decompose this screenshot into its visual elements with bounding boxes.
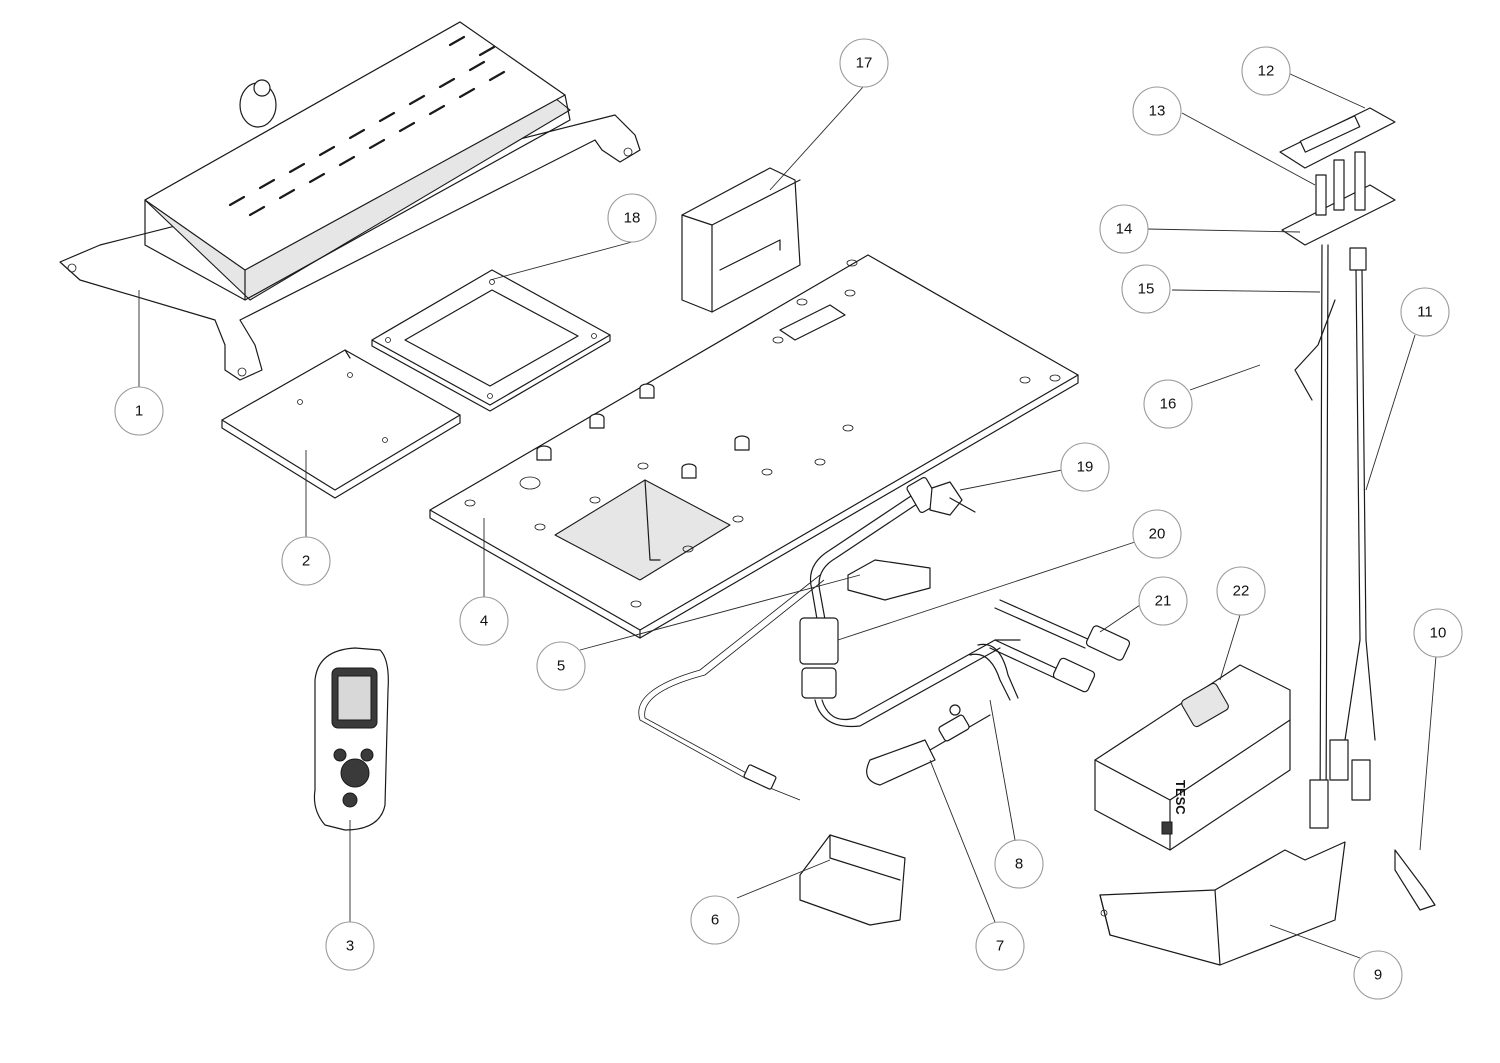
- piping-assembly: [638, 477, 1131, 926]
- callout-label: 22: [1233, 583, 1250, 600]
- callout-14: 14: [1099, 204, 1149, 254]
- callout-label: 11: [1417, 304, 1433, 321]
- callout-3: 3: [325, 921, 375, 971]
- callout-1: 1: [114, 386, 164, 436]
- callout-13: 13: [1132, 86, 1182, 136]
- callout-label: 14: [1116, 221, 1133, 238]
- callout-7: 7: [975, 921, 1025, 971]
- callout-22: 22: [1216, 566, 1266, 616]
- callout-5: 5: [536, 641, 586, 691]
- callout-label: 20: [1149, 526, 1166, 543]
- callout-19: 19: [1060, 442, 1110, 492]
- callout-label: 10: [1430, 625, 1447, 642]
- part-2-flat-plate: [221, 349, 461, 499]
- callout-20: 20: [1132, 509, 1182, 559]
- callout-17: 17: [839, 38, 889, 88]
- callout-label: 19: [1077, 459, 1094, 476]
- callout-4: 4: [459, 596, 509, 646]
- callout-12: 12: [1241, 46, 1291, 96]
- module-brand-text: TESC: [1173, 780, 1188, 815]
- callout-label: 3: [346, 938, 354, 955]
- callout-label: 12: [1258, 63, 1275, 80]
- callout-label: 6: [711, 912, 719, 929]
- part-4-base-plate: [429, 254, 1079, 639]
- callout-15: 15: [1121, 264, 1171, 314]
- callout-label: 4: [480, 613, 488, 630]
- callout-label: 15: [1138, 281, 1155, 298]
- callout-label: 7: [996, 938, 1004, 955]
- callout-label: 2: [302, 553, 310, 570]
- callout-label: 13: [1149, 103, 1166, 120]
- callout-label: 8: [1015, 856, 1023, 873]
- callout-label: 16: [1160, 396, 1177, 413]
- callout-label: 17: [856, 55, 873, 72]
- leader-lines: [138, 72, 1437, 959]
- callout-10: 10: [1413, 608, 1463, 658]
- callout-8: 8: [994, 839, 1044, 889]
- callout-6: 6: [690, 895, 740, 945]
- part-22-control-module: TESC: [1094, 664, 1291, 851]
- callout-18: 18: [607, 193, 657, 243]
- plate-screws: [536, 383, 750, 479]
- callout-label: 18: [624, 210, 641, 227]
- callout-21: 21: [1138, 576, 1188, 626]
- part-18-gasket-frame: [371, 269, 611, 412]
- callout-label: 21: [1155, 593, 1172, 610]
- callout-11: 11: [1400, 287, 1450, 337]
- part-9-angle-bracket: [1099, 841, 1346, 966]
- callout-label: 1: [135, 403, 143, 420]
- part-1-vented-housing: [59, 21, 641, 381]
- electrode-assembly: [1279, 107, 1436, 911]
- plate-holes: [464, 259, 1061, 608]
- part-3-remote-control: [313, 647, 389, 831]
- callout-9: 9: [1353, 950, 1403, 1000]
- callout-label: 5: [557, 658, 565, 675]
- callout-16: 16: [1143, 379, 1193, 429]
- callout-label: 9: [1374, 967, 1382, 984]
- part-17-bent-bracket: [681, 167, 801, 313]
- vent-slots: [228, 35, 506, 217]
- callout-2: 2: [281, 536, 331, 586]
